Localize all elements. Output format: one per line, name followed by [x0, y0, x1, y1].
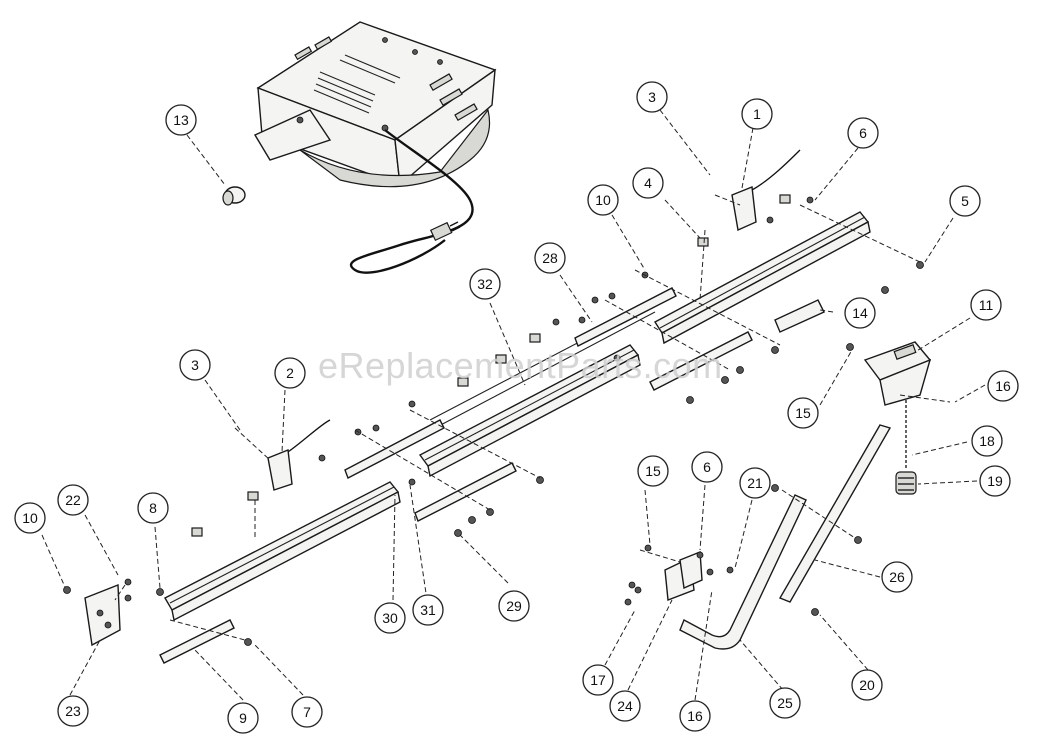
callout-17: 17: [582, 664, 614, 696]
callout-7: 7: [291, 696, 323, 728]
part-1-clip: [731, 149, 801, 232]
svg-text:30: 30: [382, 610, 398, 626]
svg-text:28: 28: [542, 250, 558, 266]
callout-16-top: 16: [987, 370, 1019, 402]
fasteners: [63, 196, 924, 646]
power-cord: [349, 129, 474, 274]
callout-6-top: 6: [847, 117, 879, 149]
callout-23: 23: [57, 695, 89, 727]
svg-text:7: 7: [303, 704, 311, 720]
svg-text:22: 22: [65, 492, 81, 508]
callout-24: 24: [609, 690, 641, 722]
callout-10-bottom: 10: [14, 502, 46, 534]
callout-26: 26: [881, 561, 913, 593]
callout-6-bottom: 6: [691, 451, 723, 483]
part-26-arm: [778, 424, 892, 603]
callout-14: 14: [844, 297, 876, 329]
callout-18: 18: [971, 425, 1003, 457]
svg-text:19: 19: [987, 473, 1003, 489]
svg-text:16: 16: [995, 378, 1011, 394]
svg-text:3: 3: [648, 89, 656, 105]
callout-15-bottom: 15: [637, 455, 669, 487]
callout-leaders: [41, 109, 986, 701]
callout-9: 9: [227, 702, 259, 734]
part-14-bracket: [774, 299, 825, 333]
motor-unit: [253, 21, 497, 188]
svg-text:10: 10: [22, 510, 38, 526]
svg-text:18: 18: [979, 433, 995, 449]
callout-20: 20: [851, 669, 883, 701]
watermark-text: eReplacementParts.com: [318, 345, 723, 386]
part-18-19-spring: [895, 400, 917, 495]
svg-text:5: 5: [961, 193, 969, 209]
svg-text:17: 17: [590, 672, 606, 688]
svg-text:3: 3: [191, 357, 199, 373]
callout-28: 28: [534, 242, 566, 274]
svg-text:13: 13: [173, 112, 189, 128]
svg-text:15: 15: [795, 405, 811, 421]
callout-29: 29: [498, 590, 530, 622]
assembly-guides: [114, 194, 951, 641]
svg-text:11: 11: [979, 297, 994, 313]
callout-32: 32: [469, 268, 501, 300]
callout-31: 31: [412, 594, 444, 626]
callout-10-top: 10: [587, 184, 619, 216]
svg-text:6: 6: [703, 459, 711, 475]
svg-text:21: 21: [747, 475, 763, 491]
svg-text:2: 2: [286, 365, 294, 381]
svg-text:26: 26: [889, 569, 905, 585]
part-25-arm: [679, 494, 807, 650]
svg-text:20: 20: [859, 677, 875, 693]
callout-19: 19: [979, 465, 1011, 497]
power-plug: [429, 221, 453, 242]
callout-25: 25: [769, 687, 801, 719]
callout-11: 11: [970, 289, 1002, 321]
svg-text:16: 16: [687, 708, 703, 724]
callout-5: 5: [949, 185, 981, 217]
svg-text:29: 29: [506, 598, 522, 614]
callout-21: 21: [739, 467, 771, 499]
part-24-bracket: [664, 550, 703, 601]
svg-text:4: 4: [644, 175, 652, 191]
callout-1: 1: [741, 98, 773, 130]
sensor-caps: [191, 194, 791, 537]
rail-assembly: [84, 211, 871, 664]
callout-8: 8: [137, 492, 169, 524]
svg-text:10: 10: [595, 192, 611, 208]
callout-3-bottom: 3: [179, 349, 211, 381]
svg-text:9: 9: [239, 710, 247, 726]
callout-15-top: 15: [787, 397, 819, 429]
svg-text:15: 15: [645, 463, 661, 479]
svg-text:6: 6: [859, 125, 867, 141]
part-11-trolley: [863, 341, 932, 406]
svg-text:8: 8: [149, 500, 157, 516]
callout-16-bottom: 16: [679, 700, 711, 732]
svg-text:1: 1: [753, 106, 761, 122]
svg-text:32: 32: [477, 276, 493, 292]
svg-text:14: 14: [852, 305, 868, 321]
svg-text:31: 31: [420, 602, 436, 618]
part-2-clip: [267, 419, 331, 491]
svg-text:24: 24: [617, 698, 633, 714]
part-13-bushing: [222, 186, 246, 206]
callout-3-top: 3: [636, 81, 668, 113]
svg-text:23: 23: [65, 703, 81, 719]
callout-22: 22: [57, 484, 89, 516]
callout-2: 2: [274, 357, 306, 389]
callout-30: 30: [374, 602, 406, 634]
callout-4: 4: [632, 167, 664, 199]
callout-13: 13: [165, 104, 197, 136]
svg-text:25: 25: [777, 695, 793, 711]
